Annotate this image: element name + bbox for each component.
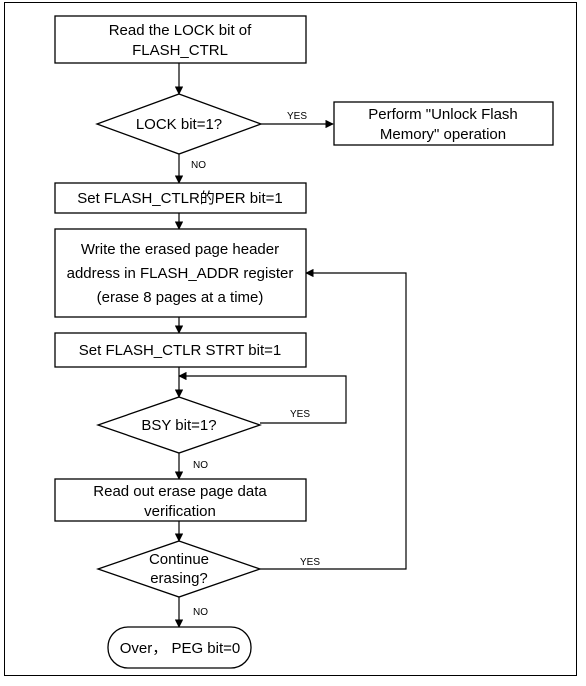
node-continue-check: Continue erasing? <box>96 540 262 598</box>
connectors <box>174 63 407 628</box>
node-write-addr-line-1: Write the erased page header <box>81 241 279 258</box>
node-continue-check-line-1: Continue <box>149 551 209 568</box>
node-bsy-check: BSY bit=1? <box>96 396 262 454</box>
node-write-addr-line-3: (erase 8 pages at a time) <box>97 289 264 306</box>
node-unlock: Perform "Unlock Flash Memory" operation <box>333 101 554 146</box>
node-read-lock: Read the LOCK bit of FLASH_CTRL <box>54 15 307 64</box>
label-lock-yes: YES <box>287 111 307 122</box>
node-lock-check-label: LOCK bit=1? <box>136 116 222 133</box>
edge-continue-yes-loop <box>260 268 407 570</box>
label-bsy-yes: YES <box>290 409 310 420</box>
label-bsy-no: NO <box>193 460 208 471</box>
node-set-per: Set FLASH_CTLR的PER bit=1 <box>54 182 307 214</box>
diagram-frame <box>4 2 577 676</box>
node-set-per-label: Set FLASH_CTLR的PER bit=1 <box>77 190 283 207</box>
node-unlock-line-1: Perform "Unlock Flash <box>368 106 518 123</box>
node-over-label: Over， PEG bit=0 <box>120 640 240 657</box>
node-write-addr: Write the erased page header address in … <box>54 228 307 318</box>
node-read-lock-line-1: Read the LOCK bit of <box>109 22 252 39</box>
node-set-strt: Set FLASH_CTLR STRT bit=1 <box>54 332 307 368</box>
edge-bsy-yes-loop <box>178 371 347 424</box>
node-write-addr-line-2: address in FLASH_ADDR register <box>67 265 294 282</box>
node-read-verify-line-1: Read out erase page data <box>93 483 267 500</box>
label-lock-no: NO <box>191 160 206 171</box>
label-continue-no: NO <box>193 607 208 618</box>
node-read-verify-line-2: verification <box>144 503 216 520</box>
node-read-verify: Read out erase page data verification <box>54 478 307 522</box>
node-over: Over， PEG bit=0 <box>107 626 252 669</box>
node-continue-check-line-2: erasing? <box>150 570 208 587</box>
node-lock-check: LOCK bit=1? <box>95 93 263 155</box>
node-set-strt-label: Set FLASH_CTLR STRT bit=1 <box>79 342 281 359</box>
label-continue-yes: YES <box>300 557 320 568</box>
node-bsy-check-label: BSY bit=1? <box>141 417 216 434</box>
node-unlock-line-2: Memory" operation <box>380 126 506 143</box>
edge-labels: YES NO YES NO YES NO <box>191 111 320 618</box>
node-read-lock-line-2: FLASH_CTRL <box>132 42 228 59</box>
